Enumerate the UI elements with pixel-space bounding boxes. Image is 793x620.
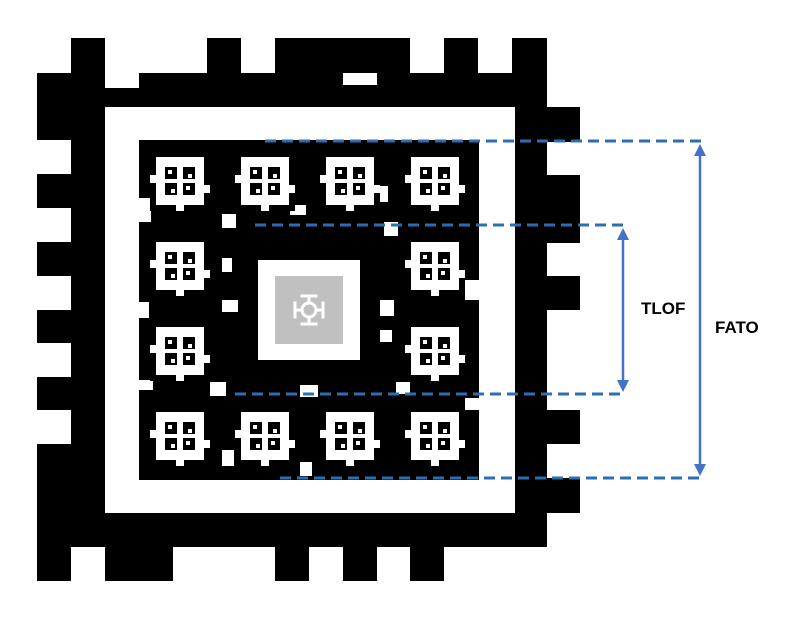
tlof-label: TLOF [641,299,686,318]
fiducial-tag [405,406,465,466]
tlof-arrow [617,228,629,392]
dimension-lines [235,139,701,480]
fiducial-tag [405,151,465,211]
center-target [258,260,360,360]
fiducial-tag [235,151,295,211]
fiducial-tag [150,236,210,296]
fiducial-tag [320,406,380,466]
fato-label: FATO [715,318,759,337]
fiducial-tag [150,151,210,211]
fiducial-tag [235,406,295,466]
crosshair-icon [293,294,325,326]
fiducial-tag [150,321,210,381]
fato-arrow [694,144,706,476]
fiducial-tag [405,321,465,381]
fiducial-tag [405,236,465,296]
fiducial-tag [320,151,380,211]
fiducial-tag [150,406,210,466]
